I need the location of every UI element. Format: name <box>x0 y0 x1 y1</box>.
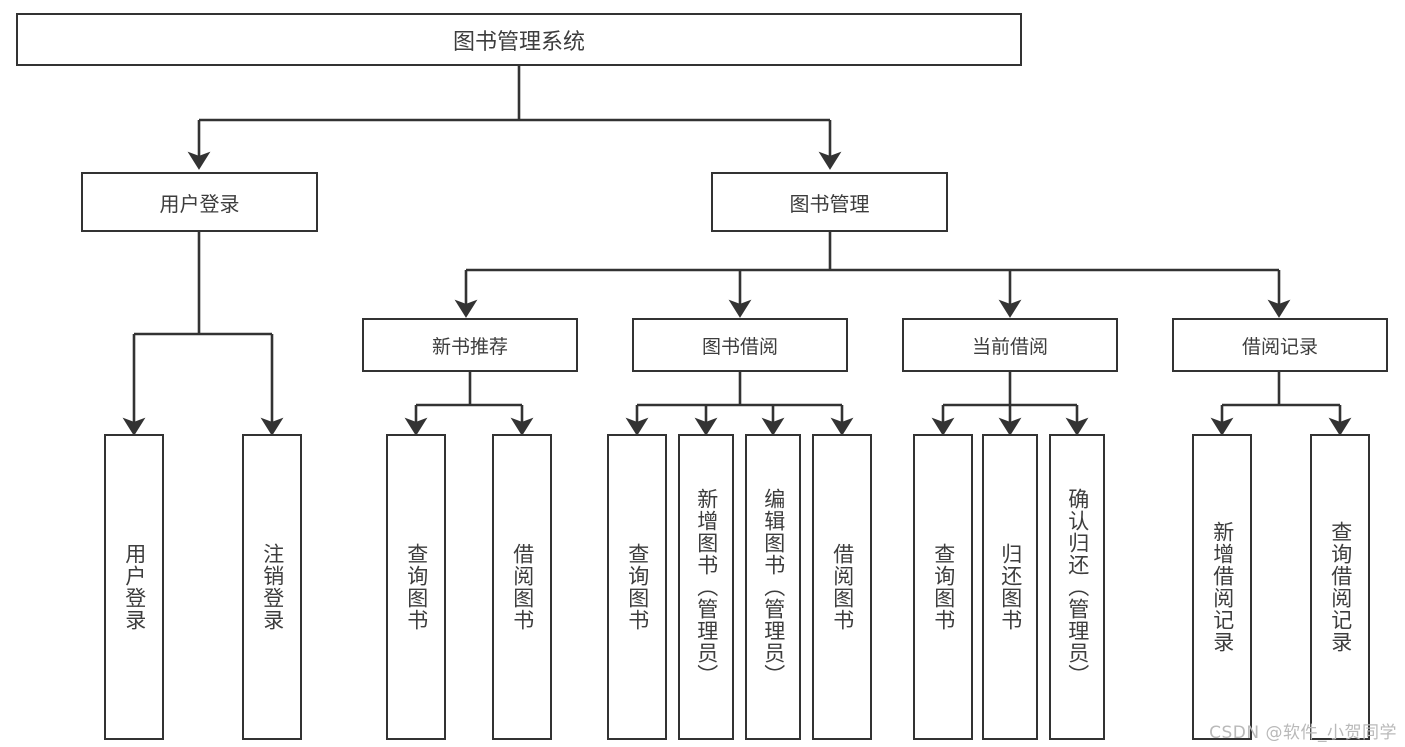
node-leaf-add-record[interactable]: 新增借阅记录 <box>1192 434 1252 740</box>
node-root-system[interactable]: 图书管理系统 <box>16 13 1022 66</box>
node-new-book-rec-label: 新书推荐 <box>431 335 508 358</box>
node-user-login-label: 用户登录 <box>159 191 240 216</box>
node-leaf-query-book-1[interactable]: 查询图书 <box>386 434 446 740</box>
node-leaf-query-book-3[interactable]: 查询图书 <box>913 434 973 740</box>
node-leaf-borrow-book-2[interactable]: 借阅图书 <box>812 434 872 740</box>
node-book-manage-label: 图书管理 <box>789 191 870 216</box>
node-new-book-rec[interactable]: 新书推荐 <box>362 318 578 372</box>
node-leaf-user-logout[interactable]: 注销登录 <box>242 434 302 740</box>
node-borrow-record[interactable]: 借阅记录 <box>1172 318 1388 372</box>
node-leaf-edit-book[interactable]: 编辑图书（管理员） <box>745 434 801 740</box>
csdn-watermark: CSDN @软件_小贺同学 <box>1209 723 1397 743</box>
node-root-system-label: 图书管理系统 <box>452 29 585 55</box>
node-current-borrow-label: 当前借阅 <box>971 335 1048 358</box>
node-leaf-add-record-label: 新增借阅记录 <box>1210 521 1235 653</box>
node-leaf-user-login-label: 用户登录 <box>122 543 147 631</box>
node-leaf-query-book-2[interactable]: 查询图书 <box>607 434 667 740</box>
node-leaf-query-record[interactable]: 查询借阅记录 <box>1310 434 1370 740</box>
node-leaf-user-logout-label: 注销登录 <box>260 543 285 631</box>
node-borrow-record-label: 借阅记录 <box>1241 335 1318 358</box>
node-leaf-add-book[interactable]: 新增图书（管理员） <box>678 434 734 740</box>
node-leaf-query-record-label: 查询借阅记录 <box>1328 521 1353 653</box>
node-leaf-confirm-return-label: 确认归还（管理员） <box>1065 488 1090 686</box>
node-leaf-query-book-3-label: 查询图书 <box>931 543 956 631</box>
node-current-borrow[interactable]: 当前借阅 <box>902 318 1118 372</box>
node-book-borrow-label: 图书借阅 <box>701 335 778 358</box>
node-leaf-borrow-book-1-label: 借阅图书 <box>510 543 535 631</box>
node-leaf-return-book-label: 归还图书 <box>998 543 1023 631</box>
node-leaf-return-book[interactable]: 归还图书 <box>982 434 1038 740</box>
node-leaf-confirm-return[interactable]: 确认归还（管理员） <box>1049 434 1105 740</box>
node-book-borrow[interactable]: 图书借阅 <box>632 318 848 372</box>
node-leaf-add-book-label: 新增图书（管理员） <box>694 488 719 686</box>
node-leaf-query-book-2-label: 查询图书 <box>625 543 650 631</box>
node-leaf-borrow-book-2-label: 借阅图书 <box>830 543 855 631</box>
node-leaf-query-book-1-label: 查询图书 <box>404 543 429 631</box>
node-user-login[interactable]: 用户登录 <box>81 172 318 232</box>
node-leaf-edit-book-label: 编辑图书（管理员） <box>761 488 786 686</box>
node-book-manage[interactable]: 图书管理 <box>711 172 948 232</box>
node-leaf-user-login[interactable]: 用户登录 <box>104 434 164 740</box>
node-leaf-borrow-book-1[interactable]: 借阅图书 <box>492 434 552 740</box>
